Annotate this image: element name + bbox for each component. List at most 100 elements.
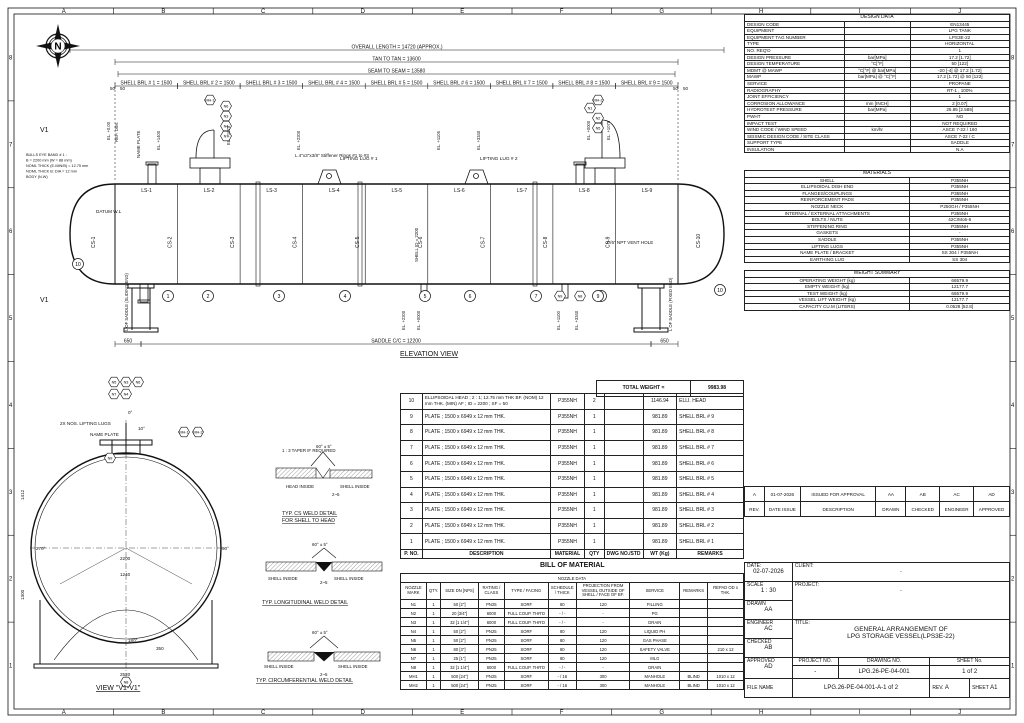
- cs-weld-title: TYP. CS WELD DETAIL: [282, 511, 337, 517]
- bom-remarks: SHELL BRL # 6: [676, 455, 744, 472]
- svg-text:10: 10: [717, 288, 723, 294]
- bom-weight: 981.89: [642, 533, 678, 550]
- svg-text:9: 9: [597, 294, 600, 300]
- material-spec: P355NH: [909, 196, 1010, 204]
- nozzle-cell: PN25: [477, 644, 505, 654]
- circ-seam-label: CS-6: [418, 236, 424, 248]
- elevation-value: EL. +1100: [556, 310, 561, 330]
- bevel-angle: 60° ± 5°: [316, 444, 332, 449]
- section-mark-v1-bottom: V1: [40, 297, 49, 304]
- rev-label: REV.: [932, 685, 944, 691]
- sheet-no-label: SHEET No.: [929, 657, 1010, 666]
- frame-row-label: 5: [9, 316, 13, 322]
- north-arrow-icon: N: [36, 24, 80, 68]
- nozzle-cell: [679, 644, 709, 654]
- cs-weld-title-2: FOR SHELL TO HEAD: [282, 518, 335, 524]
- nozzle-cell: [679, 599, 709, 609]
- shell-course-dim: SHELL BRL # 4 = 1500: [308, 81, 360, 87]
- saddle-cc-dim: SADDLE C/C = 12200: [371, 339, 421, 345]
- nozzle-cell: 6000: [477, 608, 505, 618]
- bom-dwg: [603, 393, 644, 410]
- design-data-title: DESIGN DATA: [744, 14, 1010, 22]
- material-part: FLANGES/COUPLINGS: [743, 189, 911, 198]
- sheet-value: A1: [990, 685, 998, 691]
- bom-part-no: 7: [400, 439, 423, 457]
- revision-cell: AD: [973, 486, 1010, 502]
- design-value: N.A: [909, 145, 1011, 154]
- svg-text:N4: N4: [224, 125, 229, 129]
- nozzle-cell: SORF: [503, 599, 549, 609]
- circumferential-weld-title: TYP. CIRCUMFERENTIAL WELD DETAIL: [256, 678, 353, 684]
- material-part: EARTHING LUG: [743, 255, 911, 264]
- nozzle-header: TYPE / FACING: [503, 582, 549, 600]
- revision-cell: A: [744, 486, 765, 502]
- nozzle-tag: MH-2: [192, 426, 204, 438]
- bom-remarks: SHELL BRL # 4: [676, 486, 744, 504]
- nozzle-cell: 80: [547, 599, 577, 609]
- design-key: SUPPORT TYPE: [744, 139, 845, 147]
- elevation-value: EL. +1400: [156, 130, 161, 150]
- bom-part-no: 2: [400, 517, 423, 535]
- elevation-value: EL. +1105: [436, 130, 441, 150]
- bom-part-no: 1: [400, 533, 423, 550]
- design-key: JOINT EFFICIENCY: [744, 93, 845, 101]
- file-name-label: FILE NAME: [744, 678, 793, 698]
- nozzle-cell: 1010 x 12: [707, 671, 744, 681]
- view-dim: 350: [156, 646, 164, 651]
- bom-part-no: 3: [400, 502, 423, 519]
- svg-text:MH-2: MH-2: [193, 431, 202, 435]
- nozzle-cell: N7: [400, 653, 427, 663]
- shell-inside-label: SHELL INSIDE: [334, 576, 364, 581]
- frame-row-label: 3: [1011, 490, 1015, 496]
- design-unit: [843, 86, 911, 95]
- frame-col-label: D: [361, 9, 366, 15]
- weight-value: 66579.9: [909, 276, 1010, 285]
- material-part: INTERNAL / EXTERNAL ATTACHMENTS: [743, 209, 911, 218]
- nozzle-tag: N3: [220, 110, 232, 122]
- end-dim-value: 50: [120, 86, 126, 91]
- bom-description: PLATE ; 1500 x 6949 x 12 mm THK.: [421, 533, 552, 550]
- bulls-eye-note: NOML THICK (E-MIN/B) = 12.75 mm: [26, 164, 88, 168]
- root-gap: 2~5: [320, 672, 328, 677]
- long-seam-label: LS-9: [642, 188, 653, 194]
- bom-remarks: SHELL BRL # 5: [676, 470, 744, 488]
- svg-text:1: 1: [167, 294, 170, 300]
- bom-material: P355NH: [550, 470, 585, 488]
- nozzle-tag: N8: [120, 676, 132, 688]
- nozzle-cell: 20 [3/4"]: [440, 608, 479, 618]
- frame-row-label: 6: [9, 229, 13, 235]
- nozzle-tag: N6: [220, 100, 232, 112]
- design-unit: [843, 40, 911, 48]
- revision-header: DATE ISSUE: [763, 501, 801, 517]
- design-key: DESIGN TEMPERATURE: [744, 60, 845, 68]
- date-label: DATE:: [747, 563, 762, 570]
- material-spec: P355NH: [909, 242, 1010, 251]
- weight-key: EMPTY WEIGHT (kg): [743, 283, 911, 291]
- circ-seam-label: CS-9: [605, 236, 611, 248]
- nozzle-tag: N7: [108, 388, 120, 400]
- bom-qty: 1: [583, 455, 605, 472]
- material-part: LIFTING LUGS: [743, 242, 911, 251]
- bom-remarks: SHELL BRL # 8: [676, 424, 744, 441]
- circ-seam-label: CS-8: [543, 236, 549, 248]
- weld-detail-cs: [275, 451, 373, 479]
- design-value: 25.85 [2.585]: [909, 106, 1011, 114]
- table-row: TEST WEIGHT (kg)66579.9: [743, 289, 1010, 298]
- shell-course-dim: SHELL BRL # 7 = 1500: [496, 81, 548, 87]
- shell-id-label: SHELL ID = 2200: [414, 227, 419, 262]
- design-unit: [843, 79, 911, 88]
- design-unit: km/hr: [843, 126, 911, 134]
- design-value: 2 [0.07]: [909, 99, 1011, 108]
- frame-row-label: 7: [1011, 142, 1015, 148]
